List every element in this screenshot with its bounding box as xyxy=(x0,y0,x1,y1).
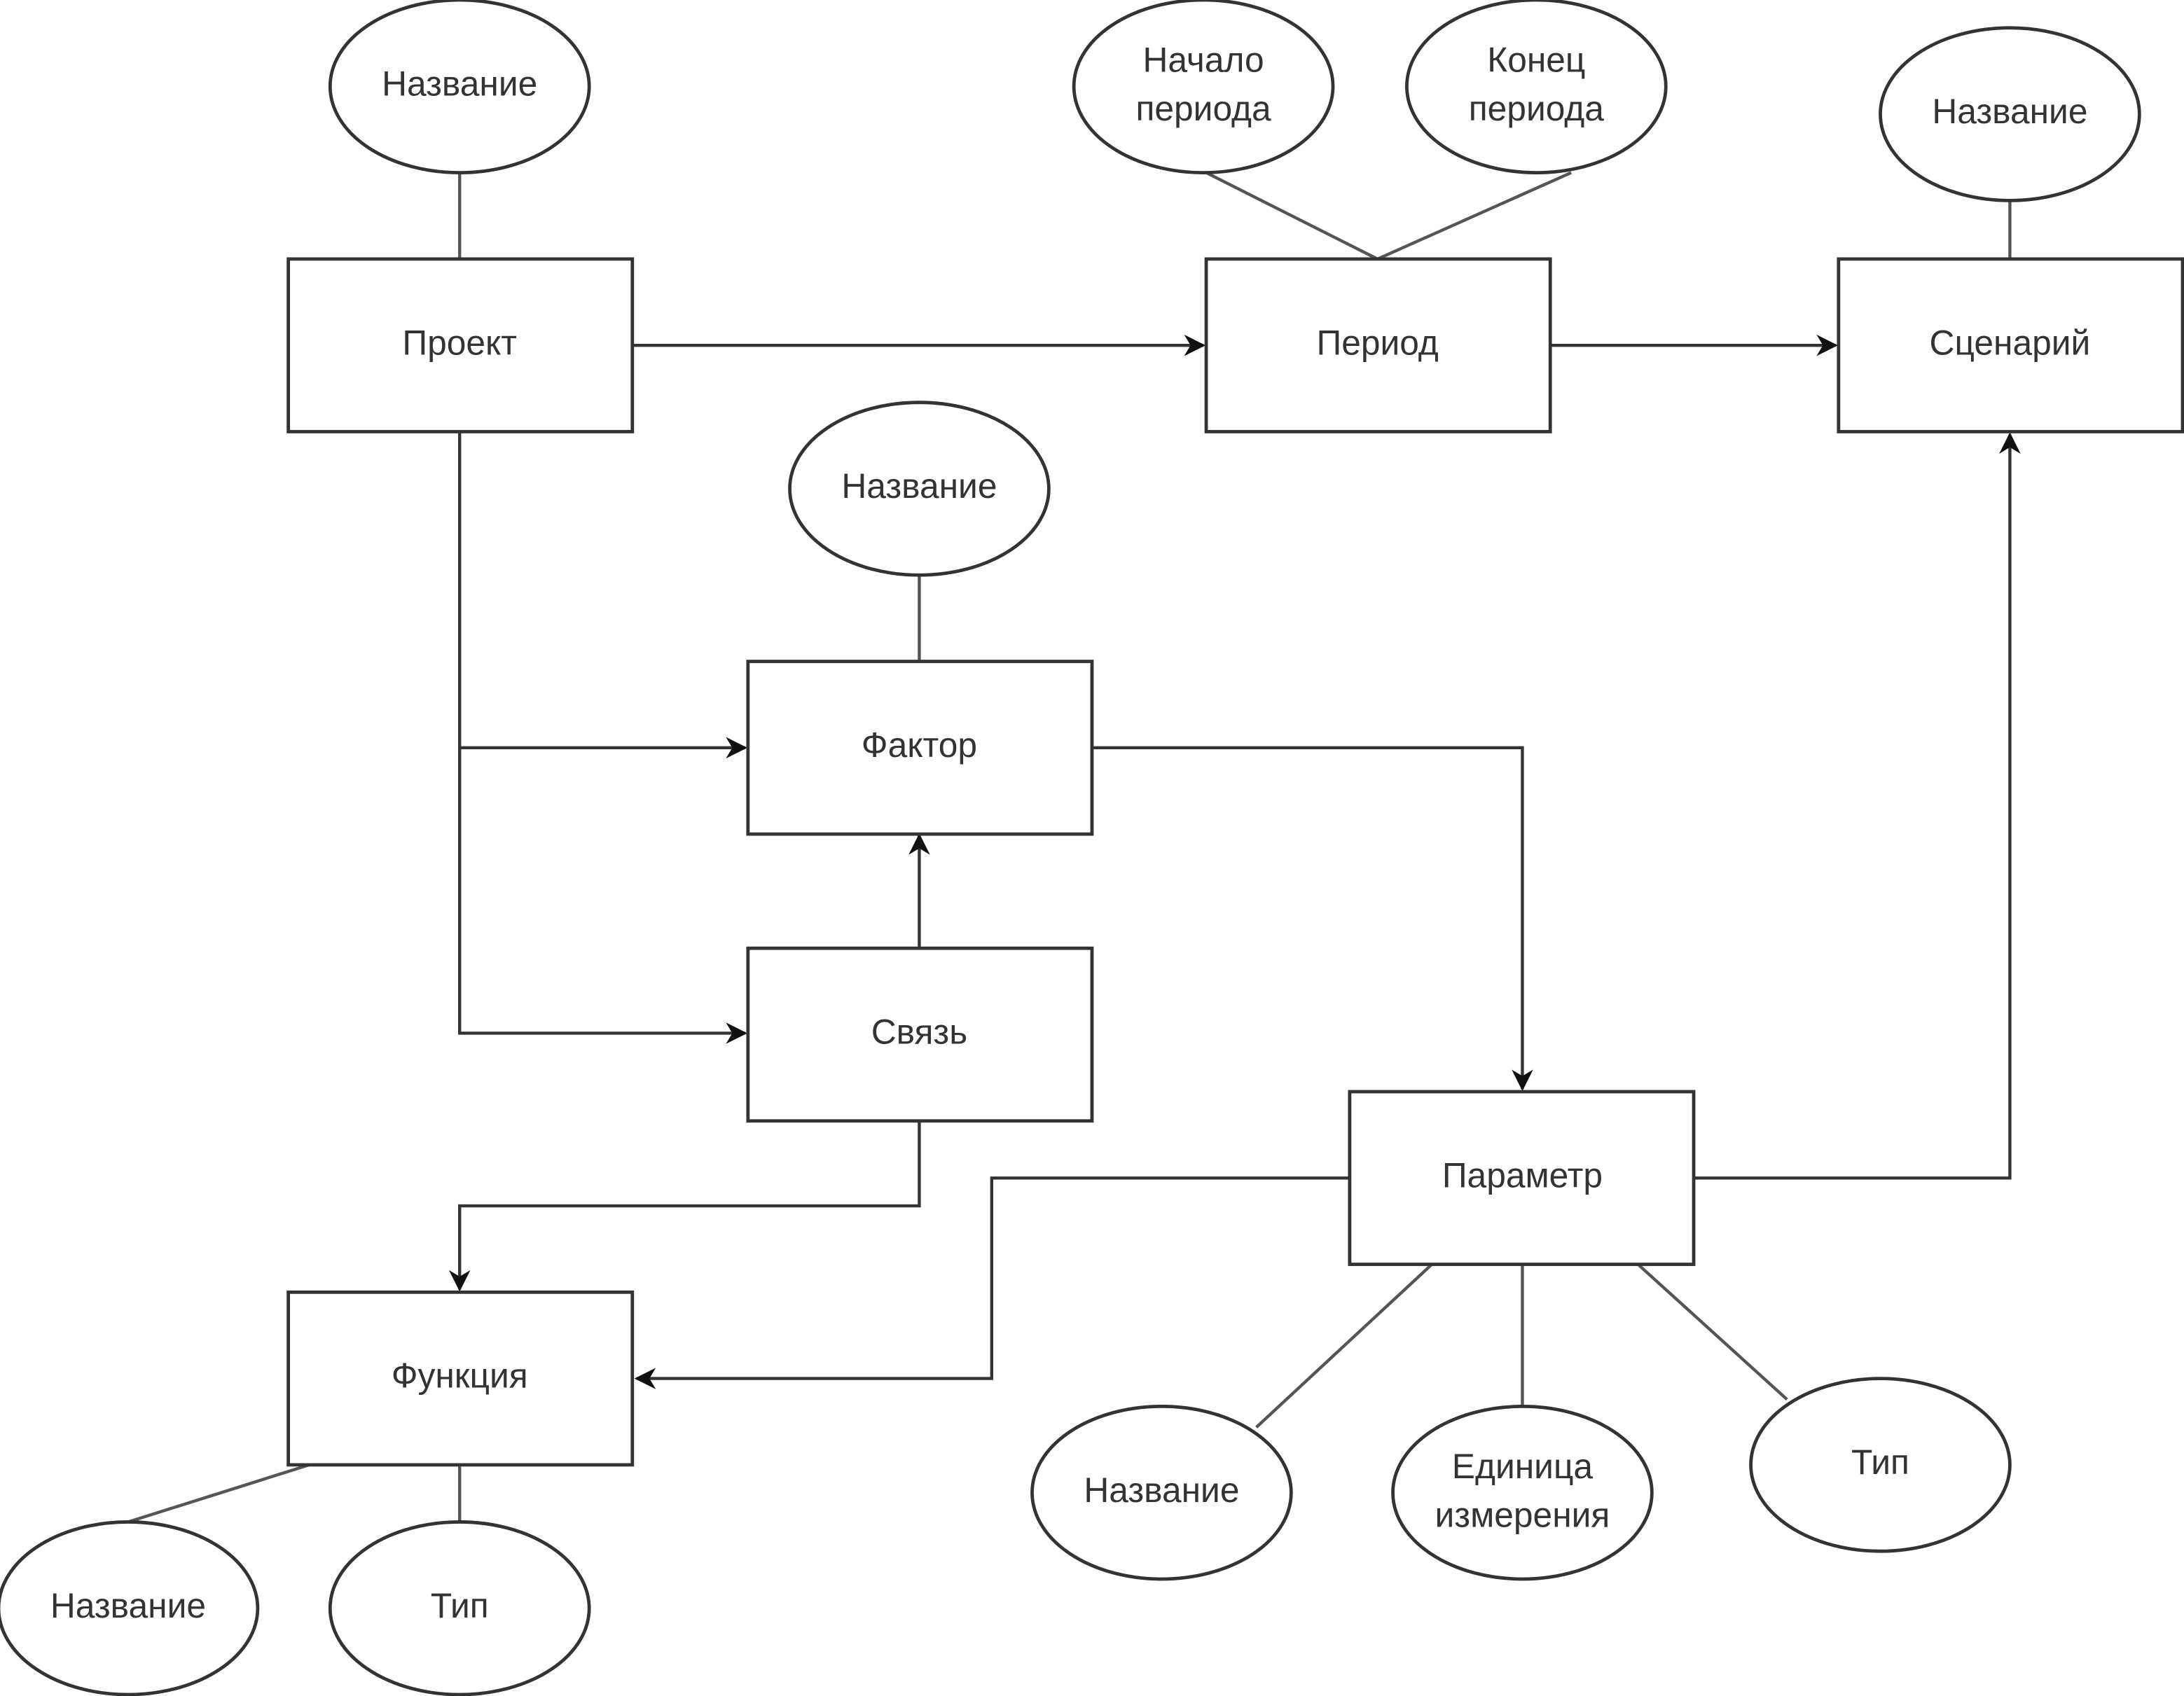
attribute-label: Название xyxy=(1084,1471,1239,1510)
entity-label: Сценарий xyxy=(1930,323,2091,362)
entity-project[interactable]: Проект xyxy=(286,257,635,433)
entity-factor[interactable]: Фактор xyxy=(746,660,1094,836)
entity-label: Связь xyxy=(871,1013,967,1052)
attribute-links xyxy=(127,171,2012,1524)
attribute-label: Название xyxy=(841,466,997,506)
attribute-label-line1: Единица xyxy=(1452,1447,1594,1486)
attribute-function-type[interactable]: Тип xyxy=(328,1520,591,1696)
entity-parameter[interactable]: Параметр xyxy=(1348,1090,1696,1266)
attribute-label: Название xyxy=(382,64,537,103)
attribute-scenario-name[interactable]: Название xyxy=(1879,26,2141,202)
arrow-parameter-function xyxy=(634,1176,1350,1389)
attr-link-param-type xyxy=(1637,1263,1788,1401)
attribute-label-line1: Конец xyxy=(1487,41,1585,80)
attr-link-period-end xyxy=(1376,171,1572,260)
entity-period[interactable]: Период xyxy=(1204,257,1552,433)
entity-link[interactable]: Связь xyxy=(746,946,1094,1123)
attribute-label-line1: Начало xyxy=(1142,41,1264,80)
attribute-label-line2: периода xyxy=(1469,89,1605,128)
attribute-project-name[interactable]: Название xyxy=(328,0,591,174)
entity-scenario[interactable]: Сценарий xyxy=(1837,257,2184,433)
entity-label: Функция xyxy=(392,1356,528,1396)
relation-arrows xyxy=(448,334,2021,1389)
arrow-factor-parameter xyxy=(1093,746,1533,1092)
attribute-label: Тип xyxy=(1851,1443,1909,1482)
entity-function[interactable]: Функция xyxy=(286,1290,635,1467)
arrow-project-link xyxy=(458,747,747,1044)
attr-link-period-start xyxy=(1205,171,1378,260)
attribute-label: Тип xyxy=(431,1586,489,1625)
attribute-function-name[interactable]: Название xyxy=(0,1520,260,1696)
attr-link-param-name xyxy=(1255,1263,1433,1429)
attribute-period-end[interactable]: Конец периода xyxy=(1405,0,1668,174)
attribute-param-name[interactable]: Название xyxy=(1030,1405,1293,1581)
attr-link-function-name xyxy=(127,1463,310,1524)
entity-label: Фактор xyxy=(862,725,977,765)
attribute-factor-name[interactable]: Название xyxy=(788,401,1051,577)
arrow-project-factor xyxy=(458,431,747,759)
attribute-param-unit[interactable]: Единица измерения xyxy=(1391,1405,1654,1581)
attribute-label-line2: периода xyxy=(1135,89,1271,128)
attribute-label-line2: измерения xyxy=(1435,1496,1610,1535)
attribute-label: Название xyxy=(50,1586,206,1625)
arrow-parameter-scenario xyxy=(1695,432,2021,1180)
attribute-label: Название xyxy=(1932,92,2087,131)
entity-label: Период xyxy=(1316,323,1438,362)
attribute-period-start[interactable]: Начало периода xyxy=(1072,0,1335,174)
entity-label: Параметр xyxy=(1442,1155,1603,1195)
entity-label: Проект xyxy=(402,323,517,362)
attribute-param-type[interactable]: Тип xyxy=(1749,1377,2012,1553)
arrow-link-function xyxy=(448,1120,921,1292)
